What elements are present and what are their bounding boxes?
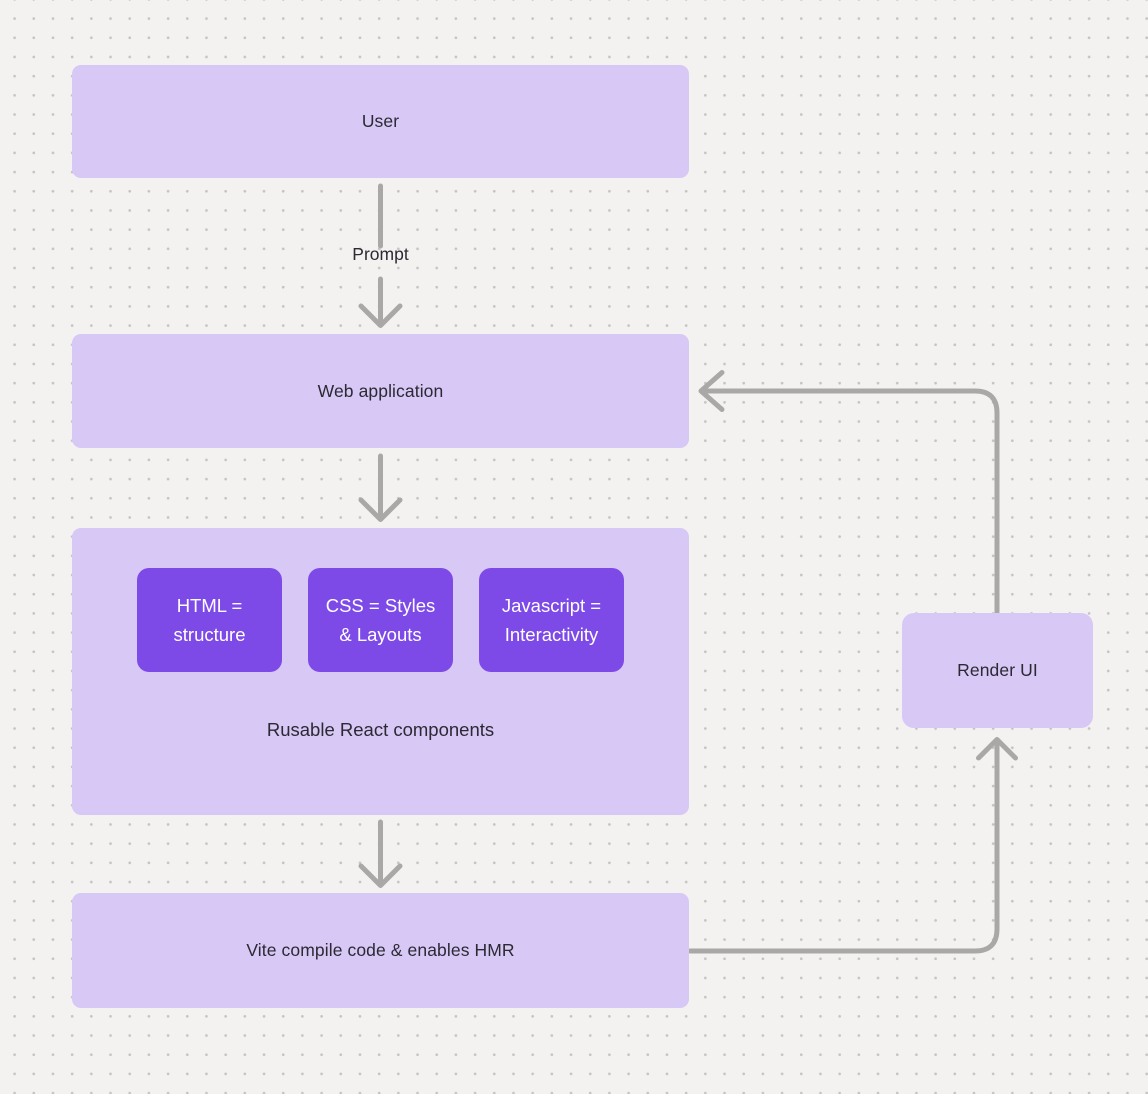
arrowhead-down-vite [358,863,403,888]
node-html-line1: HTML = [176,595,243,616]
node-vite-label: Vite compile code & enables HMR [246,940,515,960]
node-web-application: Web application [72,334,689,448]
node-render-ui: Render UI [902,613,1093,728]
node-css-line2: & Layouts [339,624,422,645]
node-css: CSS = Styles & Layouts [308,568,453,672]
node-javascript-line1: Javascript = [501,595,602,616]
node-html-line2: structure [173,624,246,645]
arrowhead-up-renderui [976,737,1018,761]
node-javascript: Javascript = Interactivity [479,568,624,672]
node-render-ui-label: Render UI [957,660,1038,680]
node-user-label: User [361,111,400,131]
node-html: HTML = structure [137,568,282,672]
arrowhead-down-components [358,497,403,522]
arrowhead-left-web [698,370,725,412]
edge-renderui-to-web [700,388,1000,615]
components-group-caption: Rusable React components [266,719,495,740]
node-user: User [72,65,689,178]
node-vite: Vite compile code & enables HMR [72,893,689,1008]
node-components-group: HTML = structure CSS = Styles & Layouts … [72,528,689,815]
node-css-line1: CSS = Styles [325,595,436,616]
edge-label-prompt: Prompt [352,244,409,264]
node-web-application-label: Web application [317,380,444,401]
node-javascript-line2: Interactivity [504,624,599,645]
edge-vite-to-renderui [687,738,1000,954]
arrowhead-down-web [358,303,403,328]
